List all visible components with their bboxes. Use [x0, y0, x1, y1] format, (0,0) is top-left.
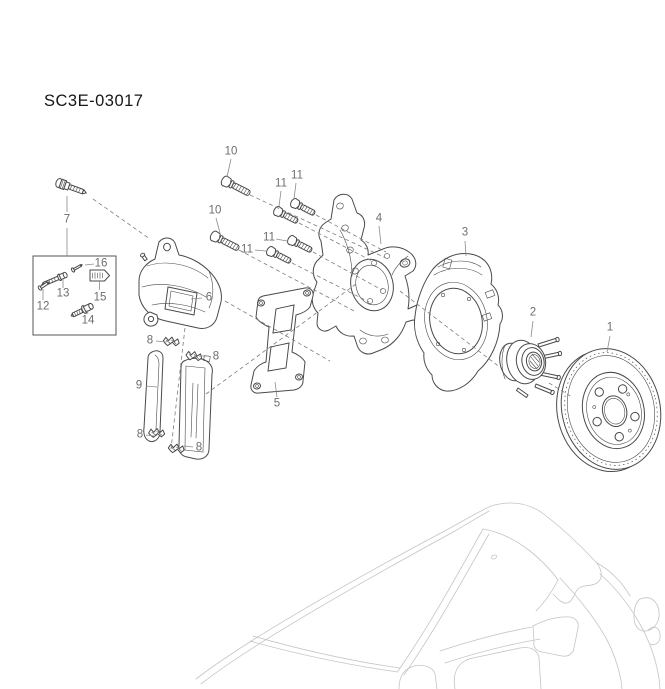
callout-part-16[interactable]: 16	[94, 257, 108, 270]
callout-part-14[interactable]: 14	[81, 314, 95, 327]
kit-pin-12	[37, 281, 50, 291]
callout-part-10b[interactable]: 10	[208, 204, 222, 217]
callout-part-11d[interactable]: 11	[241, 243, 253, 256]
callout-part-13[interactable]: 13	[56, 287, 70, 300]
callout-part-11b[interactable]: 11	[291, 169, 303, 182]
callout-part-11a[interactable]: 11	[275, 177, 287, 190]
callout-part-5[interactable]: 5	[273, 397, 281, 410]
callout-part-12[interactable]: 12	[36, 300, 50, 313]
callout-part-9[interactable]: 9	[135, 379, 143, 392]
callout-part-2[interactable]: 2	[529, 306, 537, 319]
brake-pads-drawing	[143, 350, 213, 460]
wheel-hub-bearing-drawing	[499, 336, 563, 398]
callout-part-7[interactable]: 7	[63, 213, 71, 226]
callout-part-10a[interactable]: 10	[224, 145, 238, 158]
callout-part-11c[interactable]: 11	[263, 231, 275, 244]
caliper-bracket-drawing	[250, 287, 314, 394]
steering-knuckle-drawing	[311, 193, 427, 355]
callout-part-4[interactable]: 4	[375, 212, 383, 225]
brake-disc-drawing	[556, 348, 662, 473]
callout-part-8b[interactable]: 8	[212, 350, 220, 363]
bleeder-screw-drawing	[55, 178, 87, 195]
callout-part-8a[interactable]: 8	[146, 334, 154, 347]
callout-part-3[interactable]: 3	[461, 226, 469, 239]
kit-tag-15	[89, 269, 110, 290]
callout-part-8d[interactable]: 8	[195, 441, 203, 454]
brake-caliper-drawing	[138, 237, 222, 329]
vehicle-outline-sketch	[195, 502, 661, 689]
figure-code: SC3E-03017	[44, 92, 144, 110]
callout-part-6[interactable]: 6	[205, 291, 213, 304]
callout-leader-lines	[42, 158, 611, 448]
brake-dust-shield-drawing	[414, 253, 503, 392]
callout-part-1[interactable]: 1	[606, 321, 614, 334]
kit-bolt-14	[70, 302, 94, 318]
roof-antenna	[490, 554, 498, 560]
kit-screw-16	[70, 264, 83, 273]
callout-part-8c[interactable]: 8	[136, 428, 144, 441]
hardware-kit-inset-box	[32, 255, 117, 336]
mounting-bolts-drawing	[208, 174, 318, 267]
assembly-axis-lines	[92, 194, 573, 450]
callout-part-15[interactable]: 15	[93, 291, 107, 304]
